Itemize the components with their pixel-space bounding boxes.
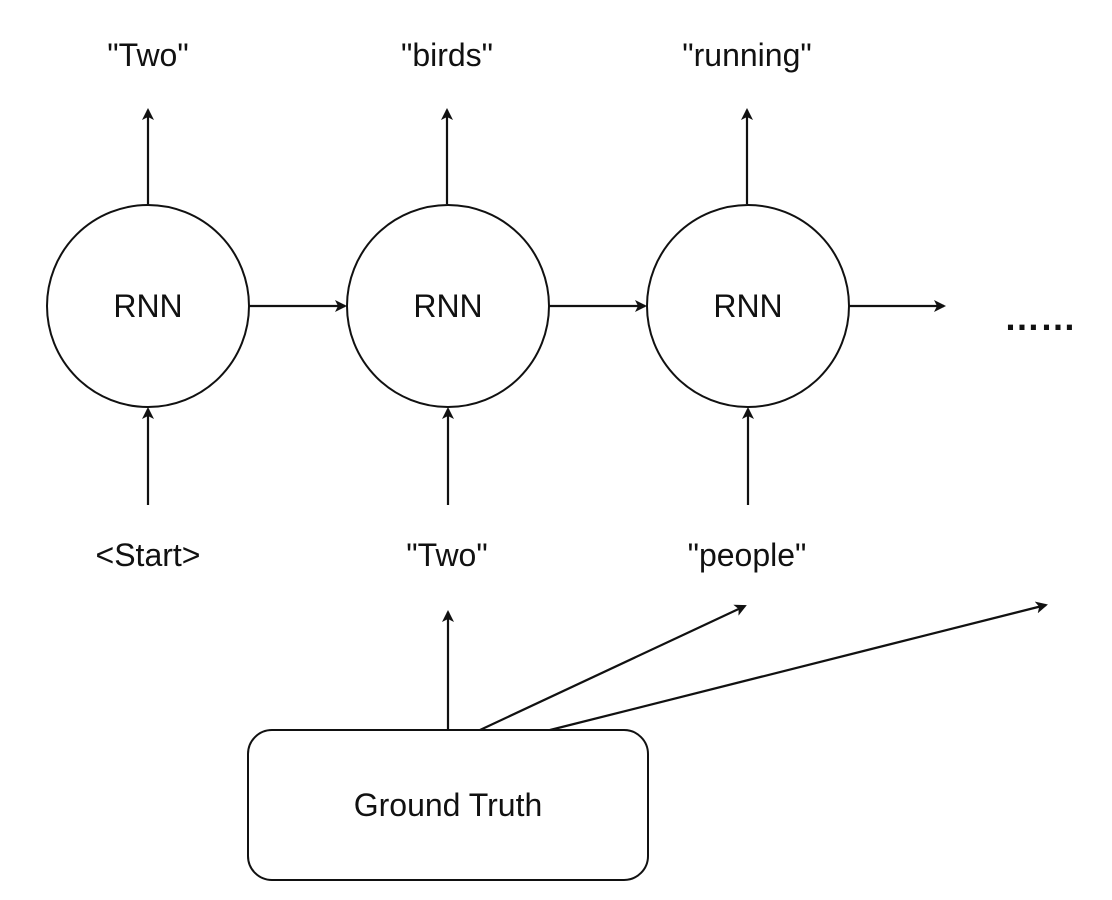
rnn-node-1: RNN — [46, 204, 250, 408]
rnn-node-3-label: RNN — [713, 288, 782, 324]
ground-truth-label: Ground Truth — [354, 787, 543, 823]
input-label-3: "people" — [688, 537, 807, 573]
rnn-node-3: RNN — [646, 204, 850, 408]
continuation-ellipsis: …… — [1004, 297, 1076, 338]
output-label-3: "running" — [682, 37, 811, 73]
output-label-2: "birds" — [401, 37, 493, 73]
input-label-1: <Start> — [96, 537, 201, 573]
ground-truth-arrow-to-input-3 — [479, 604, 747, 731]
rnn-node-2-label: RNN — [413, 288, 482, 324]
rnn-node-1-label: RNN — [113, 288, 182, 324]
ground-truth-arrow-to-next — [549, 601, 1048, 732]
rnn-node-2: RNN — [346, 204, 550, 408]
ground-truth-box: Ground Truth — [247, 729, 649, 881]
input-label-2: "Two" — [406, 537, 487, 573]
output-label-1: "Two" — [107, 37, 188, 73]
